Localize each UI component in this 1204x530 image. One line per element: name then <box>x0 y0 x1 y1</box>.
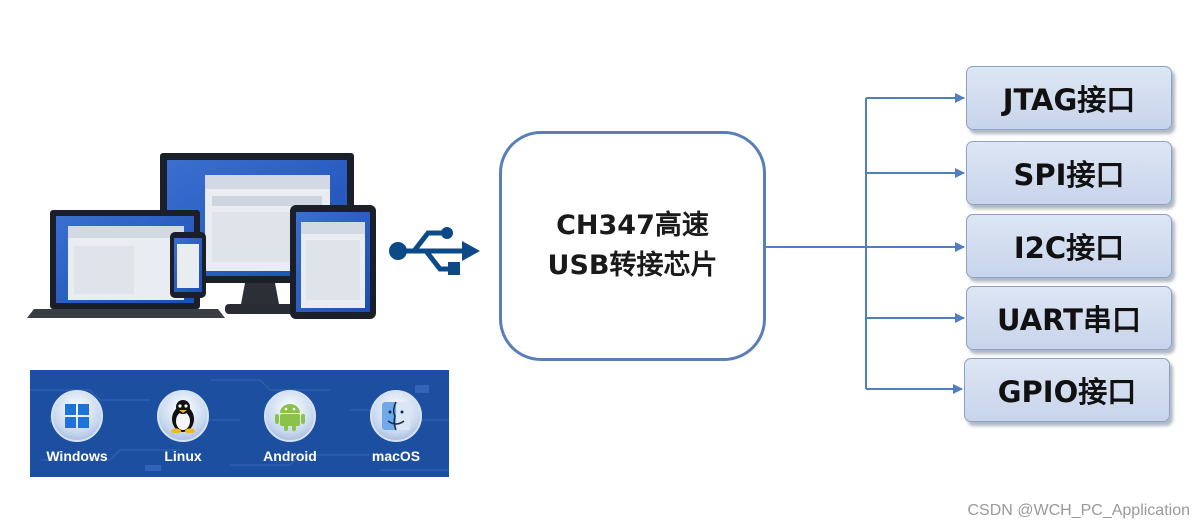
os-label: macOS <box>371 448 421 464</box>
watermark-text: CSDN @WCH_PC_Application <box>967 502 1190 519</box>
os-item-linux: Linux <box>133 370 233 477</box>
interface-box-uart: UART串口 <box>966 286 1172 350</box>
interface-label: GPIO接口 <box>997 375 1137 409</box>
chip-title-line2: USB转接芯片 <box>547 250 718 281</box>
interface-label: JTAG接口 <box>1002 83 1136 117</box>
os-label: Windows <box>46 448 108 464</box>
os-label: Android <box>263 448 317 464</box>
linux-icon <box>157 390 209 442</box>
interface-label: UART串口 <box>997 303 1141 337</box>
os-item-windows: Windows <box>30 370 127 477</box>
chip-title-line1: CH347高速 <box>556 210 709 241</box>
os-item-android: Android <box>240 370 340 477</box>
windows-icon <box>51 390 103 442</box>
interface-box-gpio: GPIO接口 <box>964 358 1170 422</box>
interface-box-i2c: I2C接口 <box>966 214 1172 278</box>
usb-icon <box>389 227 480 275</box>
chip-box: CH347高速 USB转接芯片 <box>499 131 766 361</box>
os-label: Linux <box>164 448 202 464</box>
interface-box-spi: SPI接口 <box>966 141 1172 205</box>
connector-lines <box>766 93 965 394</box>
devices-icon <box>27 153 376 319</box>
macos-icon <box>370 390 422 442</box>
os-support-strip: Windows Linux <box>30 370 449 477</box>
interface-label: I2C接口 <box>1013 231 1125 265</box>
android-icon <box>264 390 316 442</box>
os-item-macos: macOS <box>346 370 446 477</box>
interface-box-jtag: JTAG接口 <box>966 66 1172 130</box>
interface-label: SPI接口 <box>1013 158 1125 192</box>
